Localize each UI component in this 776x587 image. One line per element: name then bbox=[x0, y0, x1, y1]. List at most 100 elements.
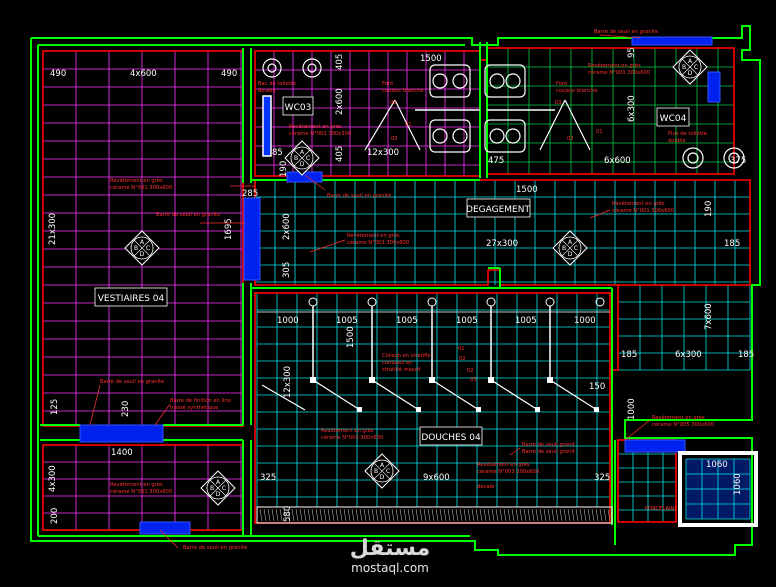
svg-text:double: double bbox=[668, 138, 686, 144]
tile-grid-douches bbox=[256, 292, 610, 507]
svg-text:A: A bbox=[300, 149, 305, 156]
dim: 1500 bbox=[516, 185, 538, 195]
svg-text:C: C bbox=[694, 64, 698, 71]
dim: 1060 bbox=[733, 473, 743, 495]
svg-text:cérame N°003 300x600: cérame N°003 300x600 bbox=[477, 468, 539, 475]
svg-text:D: D bbox=[216, 491, 221, 498]
dim: 12x300 bbox=[367, 148, 399, 158]
svg-text:cérame N°001 300x600: cérame N°001 300x600 bbox=[612, 207, 674, 214]
svg-text:03: 03 bbox=[390, 100, 397, 106]
svg-text:Revêtement en grès: Revêtement en grès bbox=[110, 481, 163, 488]
dim: 1400 bbox=[111, 448, 133, 458]
svg-text:cérame N°001 300x300: cérame N°001 300x300 bbox=[289, 130, 351, 137]
svg-text:01: 01 bbox=[405, 122, 412, 128]
svg-text:B: B bbox=[210, 485, 214, 492]
svg-text:Plus de toilette: Plus de toilette bbox=[668, 131, 707, 137]
svg-text:Revêtement en grès: Revêtement en grès bbox=[289, 123, 342, 130]
dim: 150 bbox=[589, 382, 605, 392]
dim: 125 bbox=[50, 399, 60, 415]
room-label-wc04: WC04 bbox=[660, 114, 687, 124]
svg-text:compact en: compact en bbox=[382, 360, 413, 366]
dim: 6x600 bbox=[604, 156, 631, 166]
svg-text:cérame N°003 300x600: cérame N°003 300x600 bbox=[321, 434, 383, 441]
dim: 4x300 bbox=[48, 465, 58, 492]
svg-text:Font: Font bbox=[382, 81, 393, 87]
wc04-fixtures bbox=[484, 64, 745, 169]
svg-text:01: 01 bbox=[596, 129, 603, 135]
svg-text:Revêtement en grès: Revêtement en grès bbox=[612, 200, 665, 207]
svg-text:C: C bbox=[306, 155, 310, 162]
svg-text:C: C bbox=[386, 468, 390, 475]
svg-text:Barre de seuil en granite: Barre de seuil en granite bbox=[156, 212, 220, 218]
svg-text:cérame N°005 300x600: cérame N°005 300x600 bbox=[652, 421, 714, 428]
svg-text:C: C bbox=[222, 485, 226, 492]
svg-text:PORCELAINE: PORCELAINE bbox=[645, 506, 678, 512]
shower-fixtures bbox=[257, 297, 610, 412]
svg-text:A: A bbox=[568, 239, 573, 246]
svg-text:C: C bbox=[574, 245, 578, 252]
room-label-wc03: WC03 bbox=[285, 103, 312, 113]
shower-tray-grid bbox=[685, 458, 751, 520]
dim: 185 bbox=[724, 239, 740, 249]
svg-text:Revêtement en grès: Revêtement en grès bbox=[588, 62, 641, 69]
svg-text:02: 02 bbox=[567, 136, 574, 142]
svg-text:Revêtement en grès: Revêtement en grès bbox=[347, 232, 400, 239]
dim: 185 bbox=[621, 350, 637, 360]
svg-text:A: A bbox=[380, 462, 385, 469]
svg-text:D: D bbox=[380, 474, 385, 481]
svg-text:Barre de finition en lino: Barre de finition en lino bbox=[170, 398, 231, 404]
dim: 85 bbox=[272, 148, 283, 158]
dim: 9x600 bbox=[423, 473, 450, 483]
threshold-bars bbox=[79, 36, 721, 535]
svg-text:B: B bbox=[562, 245, 566, 252]
svg-text:Revêtement en grès: Revêtement en grès bbox=[477, 461, 530, 468]
svg-text:Barre de seuil en granite: Barre de seuil en granite bbox=[327, 193, 391, 199]
dim: 1005 bbox=[515, 316, 537, 326]
dim: 1005 bbox=[336, 316, 358, 326]
room-label-douches: DOUCHES 04 bbox=[421, 433, 481, 443]
dim: 1005 bbox=[456, 316, 478, 326]
dim: 580 bbox=[283, 506, 293, 522]
svg-text:D: D bbox=[688, 70, 693, 77]
abcd-symbol: AB CD bbox=[672, 49, 708, 85]
dim: 475 bbox=[488, 156, 504, 166]
svg-text:cérame N°001 300x600: cérame N°001 300x600 bbox=[110, 488, 172, 495]
svg-text:A: A bbox=[688, 58, 693, 65]
dim: 12x300 bbox=[283, 366, 293, 398]
svg-text:D: D bbox=[140, 251, 145, 258]
svg-text:décalé: décalé bbox=[477, 483, 494, 490]
dim: 200 bbox=[50, 508, 60, 524]
dim: 7x600 bbox=[704, 303, 714, 330]
svg-text:D: D bbox=[300, 161, 305, 168]
leader-lines bbox=[89, 34, 651, 549]
svg-text:A: A bbox=[216, 479, 221, 486]
dim: 4x600 bbox=[130, 69, 157, 79]
svg-text:Font: Font bbox=[556, 81, 567, 87]
svg-text:cérame N°001 300x600: cérame N°001 300x600 bbox=[110, 184, 172, 191]
dim: 1000 bbox=[627, 398, 637, 420]
dimensions: 490 4x600 490 21x300 125 230 1400 4x300 … bbox=[48, 47, 754, 524]
svg-text:02: 02 bbox=[467, 368, 474, 374]
svg-text:couleur blanche: couleur blanche bbox=[556, 88, 598, 94]
svg-text:couleur blanche: couleur blanche bbox=[382, 88, 424, 94]
abcd-symbol: AB CD bbox=[552, 230, 588, 266]
dim: 2x600 bbox=[335, 88, 345, 115]
watermark-site: mostaql.com bbox=[351, 561, 429, 575]
dim: 1500 bbox=[346, 326, 356, 348]
svg-text:02: 02 bbox=[391, 136, 398, 142]
svg-text:B: B bbox=[682, 64, 686, 71]
room-label-vestiaires: VESTIAIRES 04 bbox=[98, 294, 165, 304]
svg-text:D: D bbox=[568, 251, 573, 258]
dim: 375 bbox=[730, 156, 746, 166]
svg-text:B: B bbox=[134, 245, 138, 252]
dim: 1005 bbox=[396, 316, 418, 326]
svg-text:Revêtement en grès: Revêtement en grès bbox=[110, 177, 163, 184]
walls bbox=[30, 25, 761, 556]
vestiaires-label-box bbox=[94, 287, 168, 307]
svg-text:cérame N°003 300x600: cérame N°003 300x600 bbox=[347, 239, 409, 246]
dim: 1060 bbox=[706, 460, 728, 470]
svg-text:Barre de seuil granit: Barre de seuil granit bbox=[522, 449, 575, 455]
